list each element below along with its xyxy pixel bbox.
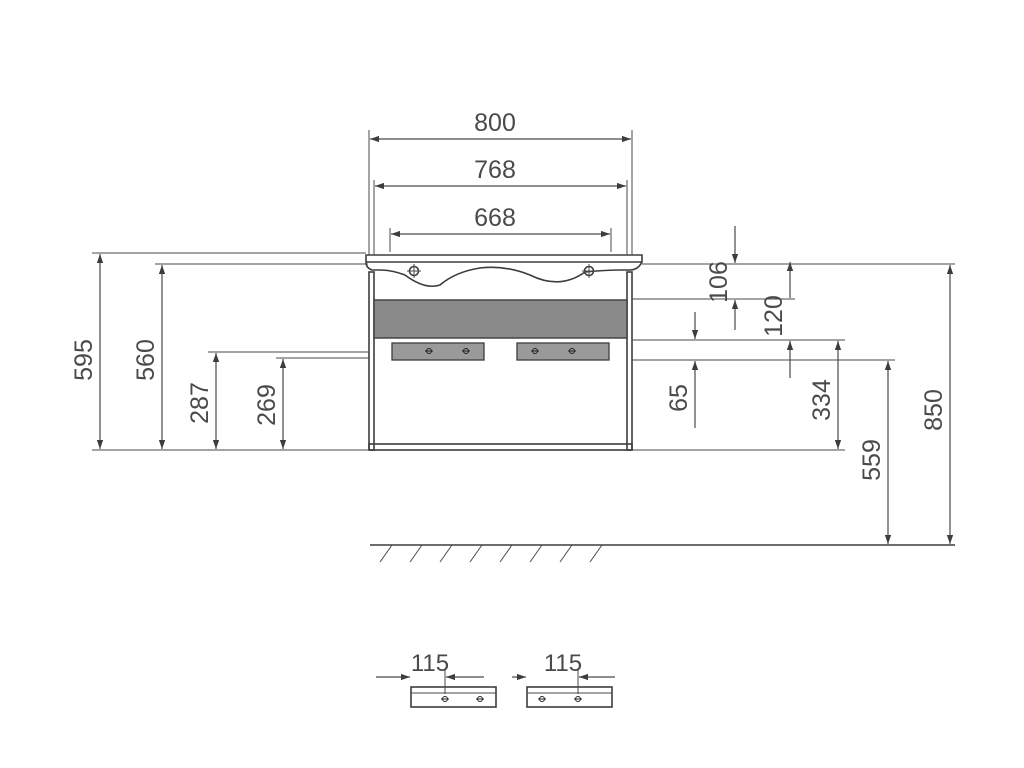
dim-drawer-to-base: 334: [632, 341, 845, 451]
label-668: 668: [474, 204, 516, 232]
label-287: 287: [186, 382, 214, 424]
label-115-right: 115: [544, 650, 582, 677]
dim-cabinet-height: 595: [70, 252, 369, 451]
dim-faucet-spacing: 668: [389, 204, 612, 252]
frame-left: [368, 271, 375, 451]
dim-width-overall: 800: [368, 109, 633, 255]
dim-drawer-level-left: 287: [186, 351, 369, 449]
faucet-hole-left: [407, 264, 421, 278]
drawer-right: [516, 342, 610, 361]
dim-top-section: 120: [632, 262, 845, 378]
label-800: 800: [474, 109, 516, 137]
dim-floor-to-top: 850: [920, 265, 954, 544]
label-269: 269: [253, 384, 281, 426]
label-560: 560: [132, 339, 160, 381]
frame-right: [626, 271, 633, 451]
dim-basin-thickness: 106: [632, 226, 955, 330]
dim-drawer-level-left-inner: 269: [253, 357, 369, 449]
cabinet: [365, 254, 643, 451]
dim-width-inner: 768: [373, 156, 628, 255]
dim-floor-to-base: 559: [858, 361, 892, 544]
dim-body-height: 560: [132, 263, 368, 449]
label-595: 595: [70, 339, 98, 381]
faucet-hole-right: [582, 264, 596, 278]
label-334: 334: [808, 379, 836, 421]
drawer-knobs: [425, 348, 576, 354]
label-106: 106: [705, 261, 733, 303]
label-65: 65: [665, 384, 693, 412]
basin-top: [365, 254, 643, 288]
top-panel: [373, 299, 628, 339]
drawer-detail-right: 115: [512, 650, 615, 708]
label-850: 850: [920, 389, 948, 431]
drawer-detail-left: 115: [376, 650, 497, 708]
label-115-left: 115: [411, 650, 449, 677]
label-120: 120: [760, 295, 788, 337]
drawer-left: [391, 342, 485, 361]
floor-line: [370, 544, 955, 563]
label-768: 768: [474, 156, 516, 184]
label-559: 559: [858, 439, 886, 481]
bottom-bar: [368, 443, 633, 451]
dim-drawer-front: 65: [632, 312, 895, 428]
